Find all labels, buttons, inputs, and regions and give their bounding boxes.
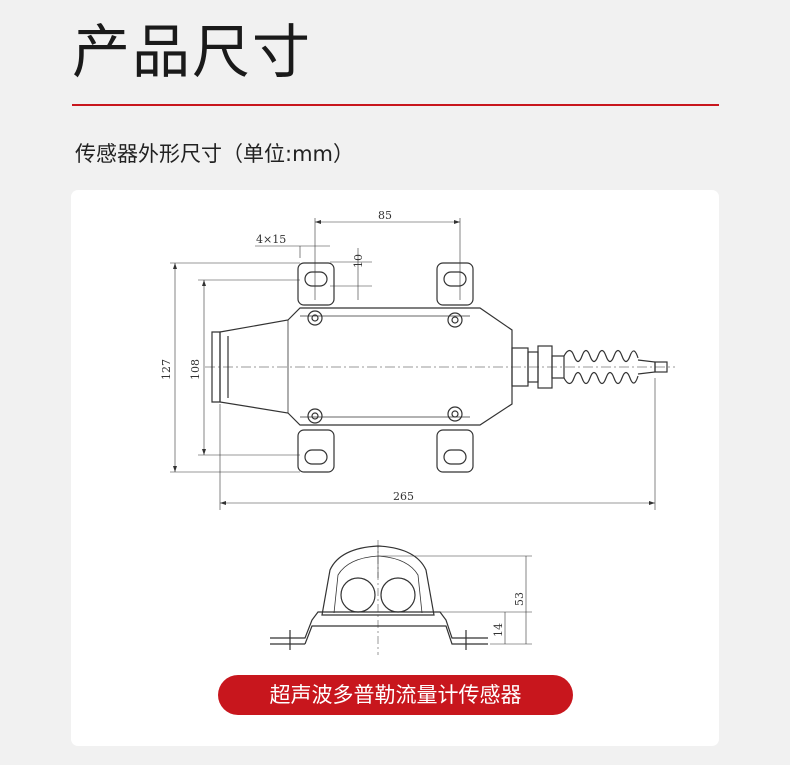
dim-total-length: 265 — [393, 490, 414, 503]
dim-total-height: 127 — [160, 359, 173, 380]
sensor-side-view — [270, 540, 488, 655]
dim-inner-height: 108 — [189, 359, 202, 380]
dim-side-height: 53 — [513, 592, 526, 606]
dimension-subtitle: 传感器外形尺寸（单位:mm） — [75, 142, 354, 166]
dim-hole-spec: 4×15 — [256, 233, 286, 246]
page-title: 产品尺寸 — [72, 18, 313, 86]
dim-base-height: 14 — [492, 623, 505, 637]
drawing-card — [71, 190, 719, 746]
dim-hole-spacing: 85 — [378, 209, 392, 222]
dim-slot-width: 10 — [352, 254, 365, 268]
sensor-top-view — [205, 262, 675, 473]
product-caption: 超声波多普勒流量计传感器 — [218, 675, 573, 715]
top-view-dimensions — [170, 218, 656, 510]
title-divider — [72, 104, 719, 106]
side-view-dimensions — [378, 555, 532, 645]
